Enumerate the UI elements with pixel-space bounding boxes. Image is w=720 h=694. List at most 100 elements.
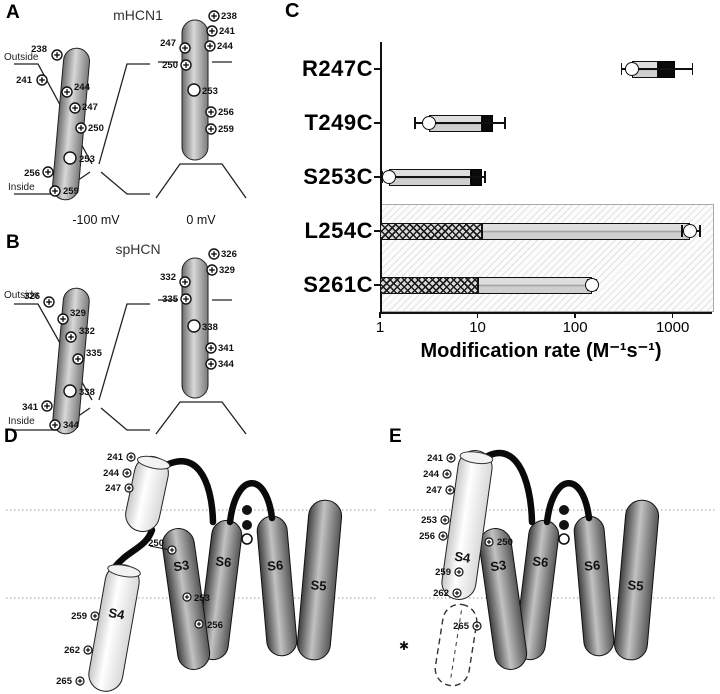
plus-circle-icon <box>61 86 73 98</box>
plus-circle-icon <box>205 106 217 118</box>
residue-label: 265 <box>453 621 470 632</box>
ghost-center-line <box>450 610 462 680</box>
pore-dot <box>242 520 252 530</box>
plus-circle-icon <box>484 537 494 547</box>
error-bar-cap <box>681 225 683 237</box>
plus-circle-icon <box>205 358 217 370</box>
x-tick-label: 100 <box>562 319 588 336</box>
panel-d-letter: D <box>4 428 18 447</box>
cylinder-top-rim <box>107 564 141 578</box>
helix-s4: S4 <box>441 450 494 600</box>
helix-s6: S6 <box>197 519 243 661</box>
plus-circle-icon <box>180 293 192 305</box>
plus-circle-icon <box>42 166 54 178</box>
residue-label: 256 <box>24 168 40 179</box>
panel-a-title: mHCN1 <box>113 7 163 23</box>
residue-label: 244 <box>423 469 440 480</box>
x-tick-mark <box>476 312 479 318</box>
residue-label: 332 <box>79 326 95 337</box>
plus-circle-icon <box>41 400 53 412</box>
residue-label: 238 <box>31 44 47 55</box>
panel-e: E S5 S6 S6 S3 ✱ <box>389 428 715 687</box>
plus-circle-icon <box>452 588 462 598</box>
y-tick-mark <box>374 230 380 232</box>
helix-label: S6 <box>267 557 284 573</box>
helix-label: S4 <box>454 549 473 566</box>
category-label: S261C <box>303 272 373 297</box>
residue-label: 329 <box>219 265 235 276</box>
plus-circle-icon <box>206 264 218 276</box>
residue-label: 338 <box>79 387 95 398</box>
error-bar-cap <box>484 171 487 183</box>
pore-dot <box>559 505 569 515</box>
open-circle-icon <box>63 384 77 398</box>
plus-circle-icon <box>49 185 61 197</box>
pore-dot-open <box>241 533 253 545</box>
plus-circle-icon <box>72 353 84 365</box>
plus-circle-icon <box>69 102 81 114</box>
plus-circle-icon <box>194 619 204 629</box>
helix-s5: S5 <box>613 499 660 661</box>
plus-circle-icon <box>57 313 69 325</box>
helix-label: S4 <box>107 605 126 623</box>
panel-e-letter: E <box>389 428 402 447</box>
plus-circle-icon <box>472 621 482 631</box>
bar-segment <box>380 222 482 240</box>
marker-leader-line <box>149 545 171 551</box>
residue-markers: 241 244 247 250 253 256 259 262 265 <box>419 453 513 632</box>
bar-segment <box>477 276 593 294</box>
panel-b: B spHCN Outside Inside 326 329 332 335 3… <box>4 232 247 435</box>
y-tick-mark <box>374 68 380 70</box>
inside-label: Inside <box>8 416 35 427</box>
residue-label: 256 <box>207 620 223 631</box>
y-tick-mark <box>374 284 380 286</box>
plus-circle-icon <box>51 49 63 61</box>
residue-label: 256 <box>218 107 234 118</box>
residue-label: 247 <box>105 483 121 494</box>
residue-label: 335 <box>162 294 179 305</box>
residue-markers-left: 238 241 244 247 250 253 256 259 <box>16 44 104 197</box>
x-tick-mark <box>671 312 674 318</box>
x-tick-mark <box>574 312 576 318</box>
plus-circle-icon <box>83 645 93 655</box>
error-bar-cap <box>381 171 383 183</box>
x-tick-mark <box>379 312 381 318</box>
residue-label: 250 <box>497 537 513 548</box>
residue-label: 250 <box>148 538 164 549</box>
helix-label: S6 <box>532 553 550 570</box>
helix-label: S3 <box>489 557 507 574</box>
helix-label: S3 <box>172 557 190 574</box>
panel-c-letter: C <box>285 0 300 22</box>
error-bar-cap <box>691 63 694 75</box>
plus-circle-icon <box>445 485 455 495</box>
s4-s5-linker-loop <box>154 458 217 526</box>
membrane-crevice-lines <box>155 299 247 435</box>
plus-circle-icon <box>65 331 77 343</box>
plus-circle-icon <box>75 122 87 134</box>
membrane-crevice-lines <box>155 61 247 199</box>
plus-circle-icon <box>208 248 220 260</box>
data-point-circle <box>682 224 697 238</box>
x-tick-label: 1000 <box>655 319 690 336</box>
helix-s5: S5 <box>296 499 343 661</box>
outside-label: Outside <box>4 52 39 63</box>
helix-s3: S3 <box>478 528 528 670</box>
residue-label: 241 <box>427 453 444 464</box>
plus-circle-icon <box>179 42 191 54</box>
residue-label: 241 <box>16 75 33 86</box>
x-axis <box>380 312 712 314</box>
residue-markers-right: 238 241 244 247 250 253 256 259 <box>160 10 237 135</box>
error-bar-cap <box>414 117 417 129</box>
residue-label: 253 <box>194 593 210 604</box>
residue-label: 335 <box>86 348 103 359</box>
plus-circle-icon <box>122 468 132 478</box>
residue-label: 332 <box>160 272 176 283</box>
residue-label: 241 <box>219 26 236 37</box>
plus-circle-icon <box>180 59 192 71</box>
helix-label: S6 <box>584 557 601 573</box>
pore-loop <box>226 480 276 526</box>
residue-label: 262 <box>433 588 449 599</box>
plus-circle-icon <box>90 611 100 621</box>
